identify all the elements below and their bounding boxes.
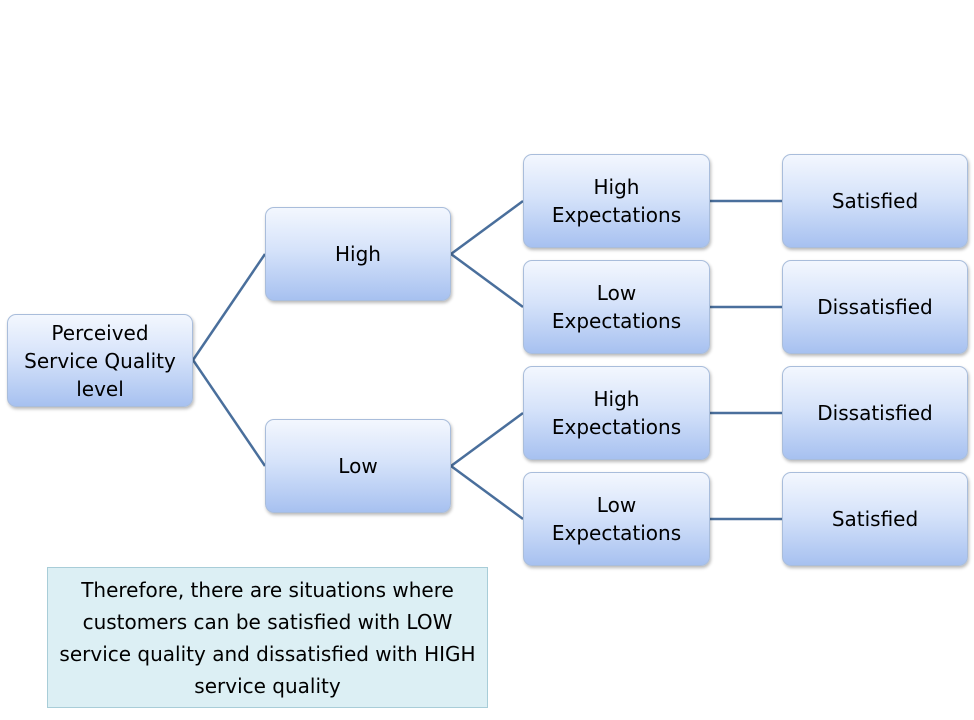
connector-high-exp2 [450, 252, 524, 309]
expectation-node-2: Low Expectations [523, 260, 710, 354]
quality-node-high: High [265, 207, 451, 301]
connector-root-high [191, 253, 267, 361]
expectation-node-2-label: Low Expectations [551, 281, 682, 333]
expectation-node-3: High Expectations [523, 366, 710, 460]
outcome-node-4-label: Satisfied [831, 507, 919, 531]
root-node-perceived-service-quality: Perceived Service Quality level [7, 314, 193, 407]
quality-node-high-label: High [335, 242, 381, 266]
outcome-node-3-label: Dissatisfied [817, 401, 933, 425]
outcome-node-4: Satisfied [782, 472, 968, 566]
conclusion-note-text: Therefore, there are situations where cu… [59, 577, 476, 698]
outcome-node-2-label: Dissatisfied [817, 295, 933, 319]
outcome-node-2: Dissatisfied [782, 260, 968, 354]
expectation-node-1: High Expectations [523, 154, 710, 248]
outcome-node-3: Dissatisfied [782, 366, 968, 460]
quality-node-low-label: Low [338, 454, 378, 478]
connector-high-exp1 [450, 199, 524, 256]
root-node-label: Perceived Service Quality level [24, 320, 176, 401]
expectation-node-4-label: Low Expectations [551, 493, 682, 545]
outcome-node-1-label: Satisfied [831, 189, 919, 213]
quality-node-low: Low [265, 419, 451, 513]
connector-root-low [191, 359, 267, 467]
expectation-node-4: Low Expectations [523, 472, 710, 566]
connector-low-exp4 [450, 464, 524, 521]
expectation-node-3-label: High Expectations [551, 387, 682, 439]
connector-low-exp3 [450, 411, 524, 468]
conclusion-note: Therefore, there are situations where cu… [47, 567, 488, 708]
expectation-node-1-label: High Expectations [551, 175, 682, 227]
outcome-node-1: Satisfied [782, 154, 968, 248]
